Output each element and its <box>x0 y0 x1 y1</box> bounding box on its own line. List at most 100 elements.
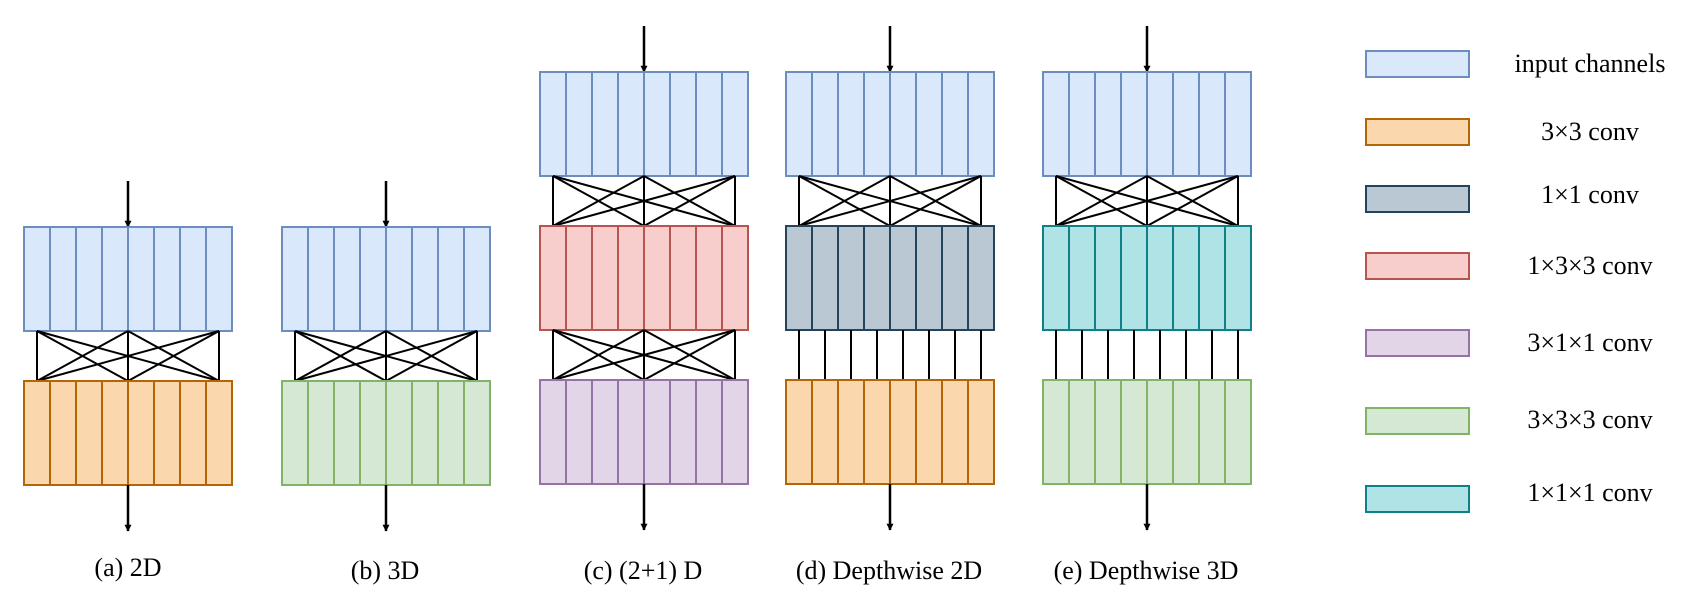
channel-cell <box>565 225 593 331</box>
conv-blocks <box>23 26 1252 532</box>
caption-c: (c) (2+1) D <box>584 556 703 585</box>
channel-cell <box>915 379 943 485</box>
channel-cell <box>915 225 943 331</box>
caption-a: (a) 2D <box>94 553 161 582</box>
channel-cell <box>1120 379 1148 485</box>
channel-cell <box>49 226 77 332</box>
channel-cell <box>889 379 917 485</box>
legend-swatch-conv-1x3x3 <box>1365 252 1470 280</box>
channel-cell <box>565 71 593 177</box>
channel-cell <box>307 380 335 486</box>
channel-cell <box>591 379 619 485</box>
depthwise-connections <box>1055 330 1239 380</box>
channel-cell <box>333 226 361 332</box>
legend-swatch-conv-1x1x1 <box>1365 485 1470 513</box>
layer-conv-3x3x3 <box>1042 379 1252 485</box>
channel-cell <box>695 225 723 331</box>
channel-cell <box>617 71 645 177</box>
channel-cell <box>359 226 387 332</box>
channel-cell <box>153 226 181 332</box>
channel-cell <box>1172 71 1200 177</box>
channel-cell <box>437 380 465 486</box>
channel-cell <box>669 71 697 177</box>
channel-cell <box>127 226 155 332</box>
full-connections <box>798 175 982 227</box>
channel-cell <box>281 380 309 486</box>
connection-line <box>294 330 387 382</box>
full-connections <box>1055 175 1239 227</box>
channel-cell <box>915 71 943 177</box>
channel-cell <box>179 226 207 332</box>
legend-label-1x1-conv: 1×1 conv <box>1541 180 1639 209</box>
channel-cell <box>75 380 103 486</box>
channel-cell <box>669 225 697 331</box>
channel-cell <box>941 71 969 177</box>
legend-label-3x1x1-conv: 3×1×1 conv <box>1527 328 1652 357</box>
channel-cell <box>385 226 413 332</box>
legend-label-1x1x1-conv: 1×1×1 conv <box>1527 478 1652 507</box>
channel-cell <box>1198 71 1226 177</box>
caption-d: (d) Depthwise 2D <box>796 556 982 585</box>
channel-cell <box>967 71 995 177</box>
channel-cell <box>591 71 619 177</box>
channel-cell <box>695 379 723 485</box>
connection-line <box>1055 175 1148 227</box>
channel-cell <box>539 225 567 331</box>
layer-conv-3x1x1 <box>539 379 749 485</box>
channel-cell <box>837 71 865 177</box>
connection-line <box>36 330 129 382</box>
channel-cell <box>1068 71 1096 177</box>
full-connections <box>552 175 736 227</box>
legend-swatches <box>1365 50 1470 513</box>
channel-cell <box>1224 379 1252 485</box>
legend-label-3x3-conv: 3×3 conv <box>1541 117 1639 146</box>
channel-cell <box>359 380 387 486</box>
channel-cell <box>463 380 491 486</box>
connection-line <box>552 175 645 227</box>
channel-cell <box>837 225 865 331</box>
depthwise-connections <box>798 330 982 380</box>
channel-cell <box>307 226 335 332</box>
channel-cell <box>889 225 917 331</box>
connection-line <box>889 175 982 227</box>
channel-cell <box>1120 71 1148 177</box>
channel-cell <box>23 226 51 332</box>
connection-line <box>127 330 220 382</box>
channel-cell <box>811 225 839 331</box>
channel-cell <box>721 379 749 485</box>
channel-cell <box>1042 71 1070 177</box>
channel-cell <box>1224 71 1252 177</box>
channel-cell <box>75 226 103 332</box>
full-connections <box>294 330 478 382</box>
channel-cell <box>385 380 413 486</box>
full-connections <box>36 330 220 382</box>
channel-cell <box>205 380 233 486</box>
channel-cell <box>1146 379 1174 485</box>
channel-cell <box>617 379 645 485</box>
block-c <box>539 26 749 531</box>
channel-cell <box>411 380 439 486</box>
channel-cell <box>863 225 891 331</box>
channel-cell <box>1224 225 1252 331</box>
connection-line <box>1055 175 1239 227</box>
channel-cell <box>695 71 723 177</box>
connection-line <box>798 175 982 227</box>
channel-cell <box>617 225 645 331</box>
connection-line <box>294 330 478 382</box>
legend-label-3x3x3-conv: 3×3×3 conv <box>1527 405 1652 434</box>
channel-cell <box>785 379 813 485</box>
layer-conv-3x3x3 <box>281 380 491 486</box>
channel-cell <box>205 226 233 332</box>
channel-cell <box>539 379 567 485</box>
legend-swatch-conv-3x1x1 <box>1365 329 1470 357</box>
channel-cell <box>1146 225 1174 331</box>
channel-cell <box>1172 225 1200 331</box>
channel-cell <box>941 379 969 485</box>
connection-line <box>552 175 736 227</box>
channel-cell <box>1094 379 1122 485</box>
channel-cell <box>463 226 491 332</box>
layer-conv-1x1 <box>785 225 995 331</box>
legend-label-1x3x3-conv: 1×3×3 conv <box>1527 251 1652 280</box>
channel-cell <box>785 225 813 331</box>
